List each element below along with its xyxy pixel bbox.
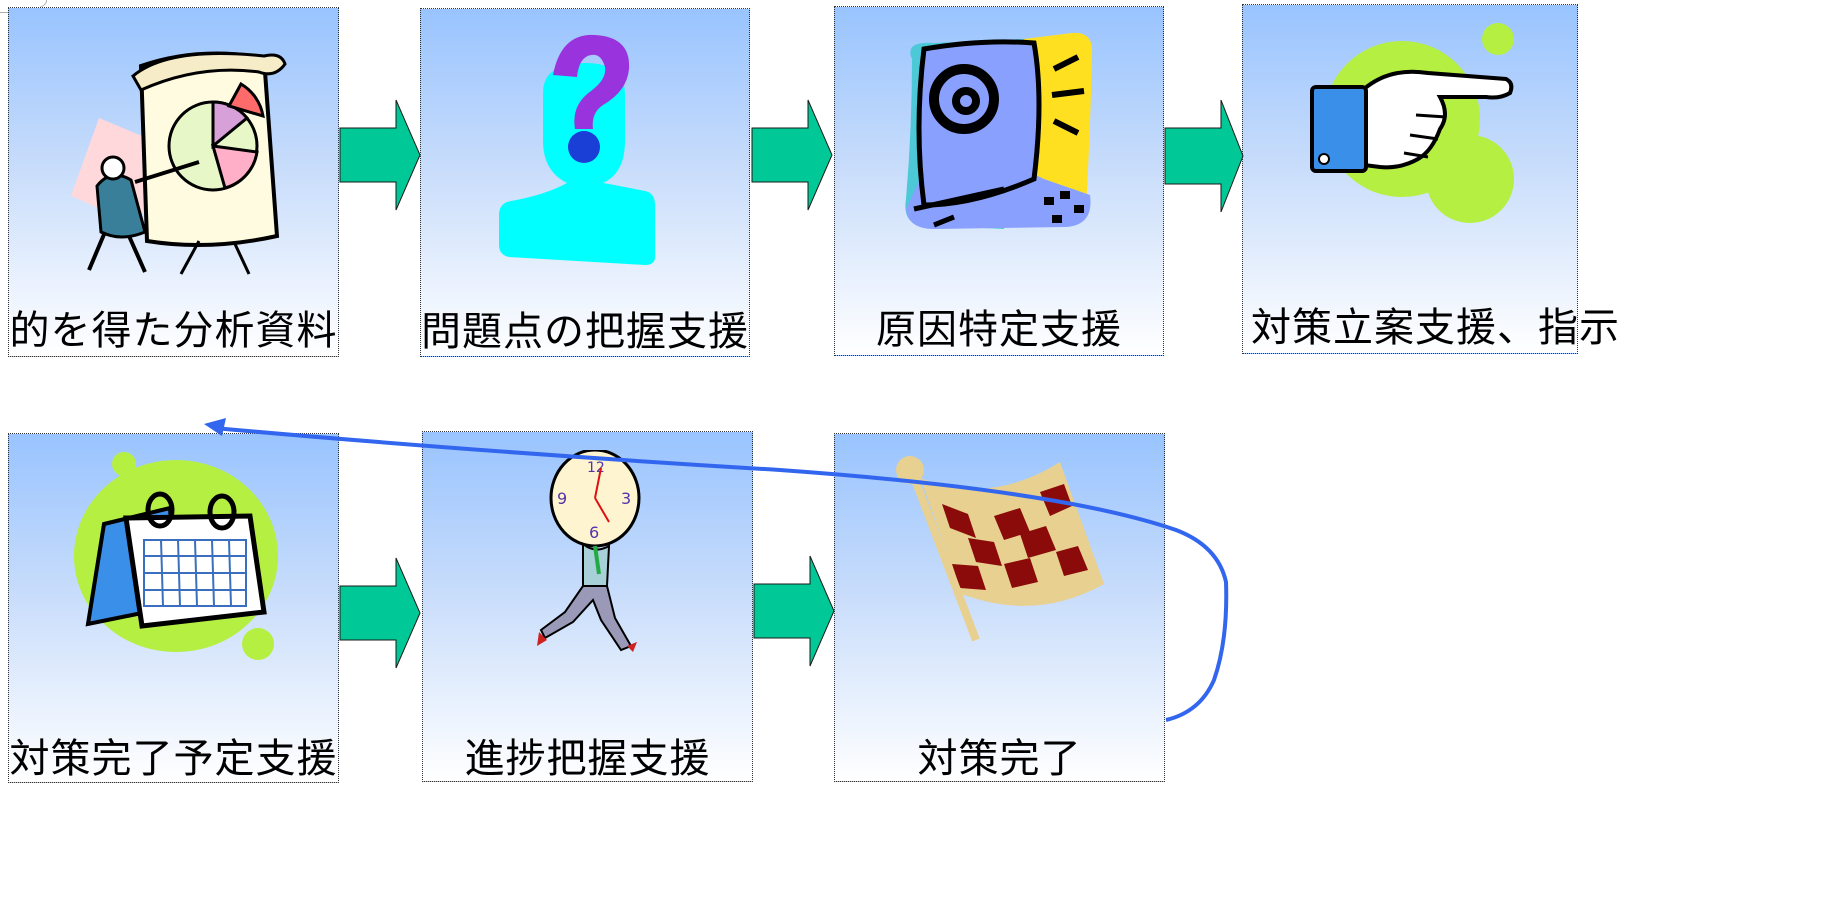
svg-text:6: 6 bbox=[589, 523, 599, 542]
step-card-problem: 問題点の把握支援 bbox=[420, 8, 750, 357]
running-clock-man-icon: 12 9 3 6 bbox=[536, 450, 640, 652]
step-label: 対策完了予定支援 bbox=[9, 736, 338, 782]
step-label: 問題点の把握支援 bbox=[421, 309, 749, 355]
step-label: 対策完了 bbox=[917, 736, 1082, 782]
step-card-schedule: 対策完了予定支援 bbox=[8, 433, 339, 783]
step-label: 原因特定支援 bbox=[876, 307, 1122, 353]
flow-arrow-6-7 bbox=[753, 555, 835, 667]
flow-arrow-2-3 bbox=[751, 99, 833, 211]
checkered-flag-icon bbox=[895, 456, 1104, 642]
svg-text:3: 3 bbox=[621, 489, 631, 508]
step-card-cause: 原因特定支援 bbox=[834, 6, 1164, 356]
flow-arrow-1-2 bbox=[339, 99, 421, 211]
pointing-hand-icon bbox=[1310, 23, 1514, 223]
step-card-countermeasure: 対策立案支援、指示 bbox=[1242, 4, 1620, 354]
svg-text:12: 12 bbox=[587, 460, 605, 476]
presentation-chart-icon bbox=[70, 51, 287, 275]
flow-arrow-5-6 bbox=[339, 557, 421, 669]
step-card-complete: 対策完了 bbox=[834, 433, 1165, 782]
computer-email-icon bbox=[905, 32, 1093, 229]
step-label: 対策立案支援、指示 bbox=[1251, 305, 1620, 351]
step-label: 的を得た分析資料 bbox=[9, 308, 338, 354]
step-card-analysis: 的を得た分析資料 bbox=[8, 7, 339, 357]
step-card-progress: 12 9 3 6 進捗把握支援 bbox=[422, 431, 753, 782]
step-label: 進捗把握支援 bbox=[464, 736, 711, 782]
flow-arrow-3-4 bbox=[1164, 99, 1244, 213]
calendar-icon bbox=[73, 452, 278, 660]
svg-text:9: 9 bbox=[557, 489, 567, 508]
question-person-icon bbox=[499, 34, 655, 265]
